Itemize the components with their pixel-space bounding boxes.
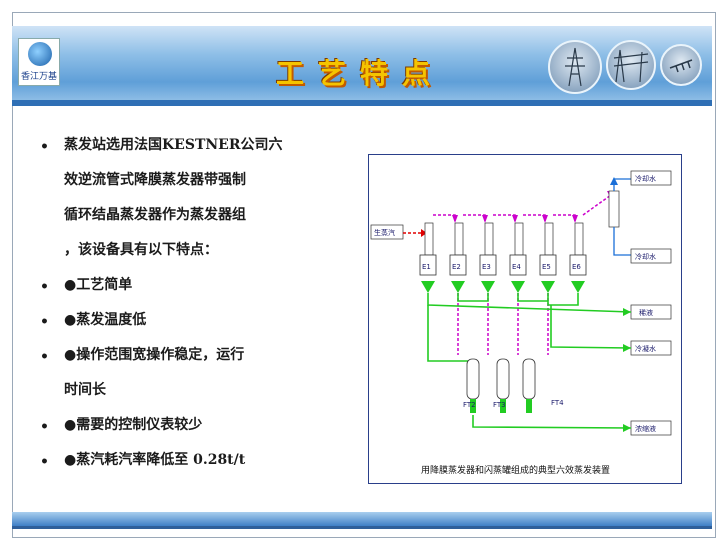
evaporator-group: E1 E2 E3 E4 [419, 222, 587, 293]
feature-line: 效逆流管式降膜蒸发器带强制 [64, 172, 246, 188]
output-box [630, 170, 672, 186]
flash-tank-ft4: FT4 [522, 358, 564, 413]
footer-line [12, 526, 712, 529]
feature-line: 时间长 [64, 382, 106, 398]
bullet-icon: • [40, 139, 49, 155]
logo-text: 香江万基 [20, 72, 57, 82]
feature-line: 蒸发站选用法国KESTNER公司六 [64, 137, 283, 153]
diagram-caption: 用降膜蒸发器和闪蒸罐组成的典型六效蒸发装置 [421, 464, 610, 476]
feature-list: • 蒸发站选用法国KESTNER公司六 效逆流管式降膜蒸发器带强制 循环结晶蒸发… [40, 128, 340, 478]
feature-line: ●需要的控制仪表较少 [64, 417, 203, 433]
evaporator-label: E2 [452, 263, 461, 271]
evaporator-e5: E5 [539, 222, 557, 293]
bullet-icon: • [40, 454, 49, 470]
condenser [608, 190, 620, 228]
cooling-water-out-line [613, 227, 631, 256]
logo-emblem-icon [28, 42, 52, 66]
bullet-icon: • [40, 419, 49, 435]
evaporator-e1: E1 [419, 222, 437, 293]
evaporator-label: E6 [572, 263, 581, 271]
feature-line: ●操作范围宽操作稳定，运行 [64, 347, 245, 363]
evaporator-label: E5 [542, 263, 551, 271]
evaporator-e3: E3 [479, 222, 497, 293]
bullet-icon: • [40, 279, 49, 295]
flash-tank-ft2: FT2 [463, 358, 480, 413]
flash-tank-ft3: FT3 [493, 358, 510, 413]
output-label: 冷凝水 [635, 344, 656, 353]
liquid-flow-lines [427, 293, 632, 429]
inlet-label-box [370, 224, 404, 240]
company-logo: 香江万基 [18, 38, 60, 86]
footer-bar [12, 512, 712, 526]
header-divider [12, 100, 712, 106]
feature-line: ，该设备具有以下特点： [64, 242, 218, 258]
feature-line: ●工艺简单 [64, 277, 133, 293]
inlet-arrow-icon [421, 229, 427, 237]
bullet-icon: • [40, 349, 49, 365]
feature-line: 循环结晶蒸发器作为蒸发器组 [64, 207, 246, 223]
output-box [630, 248, 672, 264]
water-arrow-icon [610, 177, 618, 185]
power-line-photo-icon [606, 40, 656, 90]
evaporator-label: E1 [422, 263, 431, 271]
flash-tank-label: FT2 [463, 401, 476, 409]
evaporator-label: E4 [512, 263, 521, 271]
feature-item: • 蒸发站选用法国KESTNER公司六 效逆流管式降膜蒸发器带强制 循环结晶蒸发… [40, 128, 340, 268]
output-label: 冷却水 [635, 174, 656, 183]
insulator-photo-icon [660, 44, 702, 86]
feature-line: ●蒸发温度低 [64, 312, 147, 328]
process-flow-svg: 生蒸汽 E1 E2 E3 [370, 170, 672, 476]
feature-item: • ●工艺简单 [40, 268, 340, 303]
page-title: 工艺特点 [275, 57, 444, 90]
flash-tank-label: FT3 [493, 401, 506, 409]
feature-item: • ●蒸汽耗汽率降低至 0.28t/t [40, 443, 340, 478]
power-tower-photo-icon [548, 40, 602, 94]
feature-item: • ●需要的控制仪表较少 [40, 408, 340, 443]
feature-item: • ●操作范围宽操作稳定，运行 时间长 [40, 338, 340, 408]
inlet-label: 生蒸汽 [374, 228, 395, 237]
liquid-arrow-icons [623, 308, 631, 432]
bullet-icon: • [40, 314, 49, 330]
evaporator-e2: E2 [449, 222, 467, 293]
steam-arrow-icons [452, 191, 615, 223]
evaporator-e6: E6 [569, 222, 587, 293]
evaporator-e4: E4 [509, 222, 527, 293]
output-label: 稀液 [639, 308, 653, 317]
output-label: 浓缩液 [635, 424, 656, 433]
evaporator-diagram: 生蒸汽 E1 E2 E3 [368, 154, 682, 484]
output-label: 冷却水 [635, 252, 656, 261]
evaporator-label: E3 [482, 263, 491, 271]
feature-item: • ●蒸发温度低 [40, 303, 340, 338]
flash-tank-label: FT4 [551, 399, 564, 407]
feature-line: ●蒸汽耗汽率降低至 0.28t/t [64, 452, 246, 468]
